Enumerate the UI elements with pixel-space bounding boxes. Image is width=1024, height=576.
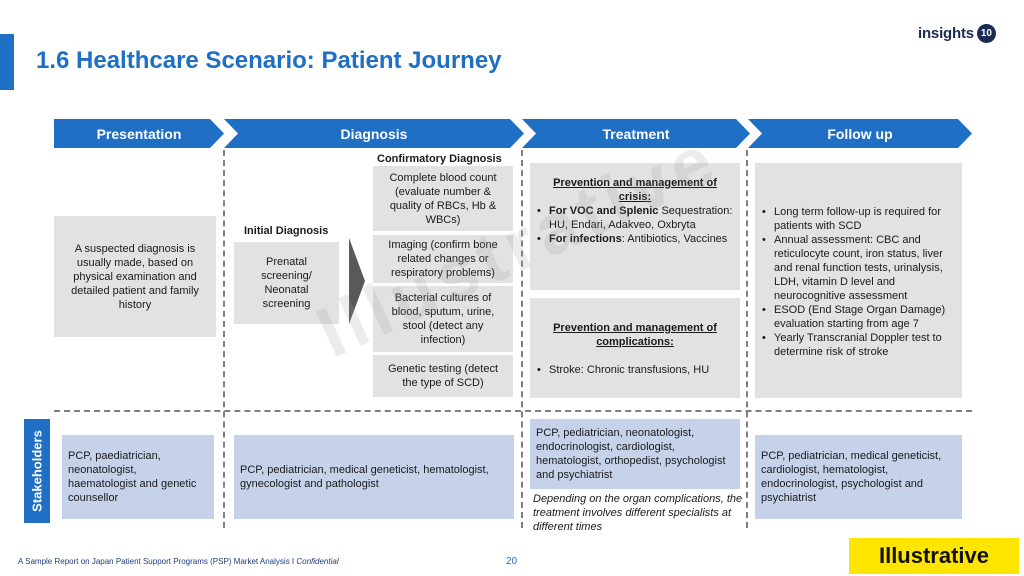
follow-up-box: Long term follow-up is required for pati… — [755, 163, 962, 398]
illustrative-badge: Illustrative — [849, 538, 1019, 574]
diagnosis-test-text: Genetic testing (detect the type of SCD) — [387, 363, 499, 389]
initial-diagnosis-text: Prenatal screening/ Neonatal screening — [261, 256, 312, 310]
follow-up-item: Long term follow-up is required for pati… — [761, 205, 956, 233]
diagnosis-test-box: Complete blood count (evaluate number & … — [373, 166, 513, 231]
complications-heading: Prevention and management of complicatio… — [553, 322, 717, 348]
follow-up-item: Yearly Transcranial Doppler test to dete… — [761, 331, 956, 359]
diagnosis-test-box: Bacterial cultures of blood, sputum, uri… — [373, 286, 513, 352]
page-title: 1.6 Healthcare Scenario: Patient Journey — [36, 47, 502, 74]
page-number: 20 — [506, 556, 518, 567]
crisis-item: For infections: Antibiotics, Vaccines — [536, 232, 734, 246]
confirmatory-diagnosis-heading: Confirmatory Diagnosis — [377, 153, 502, 165]
column-divider — [521, 150, 523, 528]
initial-diagnosis-box: Prenatal screening/ Neonatal screening — [234, 242, 339, 324]
stakeholders-diagnosis: PCP, pediatrician, medical geneticist, h… — [234, 435, 514, 519]
stakeholders-presentation: PCP, paediatrician, neonatologist, haema… — [62, 435, 214, 519]
logo-text: insights — [918, 24, 974, 42]
stage-treatment: Treatment — [522, 119, 750, 148]
arrow-right-icon — [349, 238, 365, 324]
stakeholders-treatment-note: Depending on the organ complications, th… — [533, 493, 743, 533]
diagnosis-test-text: Imaging (confirm bone related changes or… — [388, 239, 498, 279]
stakeholder-divider — [54, 410, 972, 412]
presentation-box: A suspected diagnosis is usually made, b… — [54, 216, 216, 337]
initial-diagnosis-heading: Initial Diagnosis — [244, 225, 329, 237]
diagnosis-test-text: Bacterial cultures of blood, sputum, uri… — [391, 292, 495, 346]
stakeholders-tab — [24, 419, 50, 523]
crisis-management-box: Prevention and management of crisis: For… — [530, 163, 740, 290]
stakeholders-follow-up: PCP, pediatrician, medical geneticist, c… — [755, 435, 962, 519]
presentation-text: A suspected diagnosis is usually made, b… — [71, 242, 199, 311]
diagnosis-test-box: Genetic testing (detect the type of SCD) — [373, 355, 513, 397]
insights10-logo: insights 10 — [918, 22, 996, 44]
stage-presentation: Presentation — [54, 119, 224, 148]
column-divider — [223, 150, 225, 528]
crisis-list: For VOC and Splenic Sequestration: HU, E… — [536, 204, 734, 246]
follow-up-item: Annual assessment: CBC and reticulocyte … — [761, 233, 956, 303]
logo-badge: 10 — [976, 23, 996, 43]
complications-management-box: Prevention and management of complicatio… — [530, 298, 740, 398]
follow-up-list: Long term follow-up is required for pati… — [761, 205, 956, 359]
stage-diagnosis: Diagnosis — [224, 119, 524, 148]
diagnosis-test-text: Complete blood count (evaluate number & … — [389, 171, 497, 226]
stage-follow-up: Follow up — [748, 119, 972, 148]
complications-item: Stroke: Chronic transfusions, HU — [536, 363, 734, 377]
stakeholders-treatment: PCP, pediatrician, neonatologist, endocr… — [530, 419, 740, 489]
column-divider — [746, 150, 748, 528]
stakeholders-label: Stakeholders — [29, 430, 45, 512]
follow-up-item: ESOD (End Stage Organ Damage) evaluation… — [761, 303, 956, 331]
title-accent-bar — [0, 34, 14, 90]
footer-text: A Sample Report on Japan Patient Support… — [18, 557, 339, 566]
crisis-heading: Prevention and management of crisis: — [553, 177, 717, 203]
complications-list: Stroke: Chronic transfusions, HU — [536, 363, 734, 377]
diagnosis-test-box: Imaging (confirm bone related changes or… — [373, 235, 513, 283]
crisis-item: For VOC and Splenic Sequestration: HU, E… — [536, 204, 734, 232]
